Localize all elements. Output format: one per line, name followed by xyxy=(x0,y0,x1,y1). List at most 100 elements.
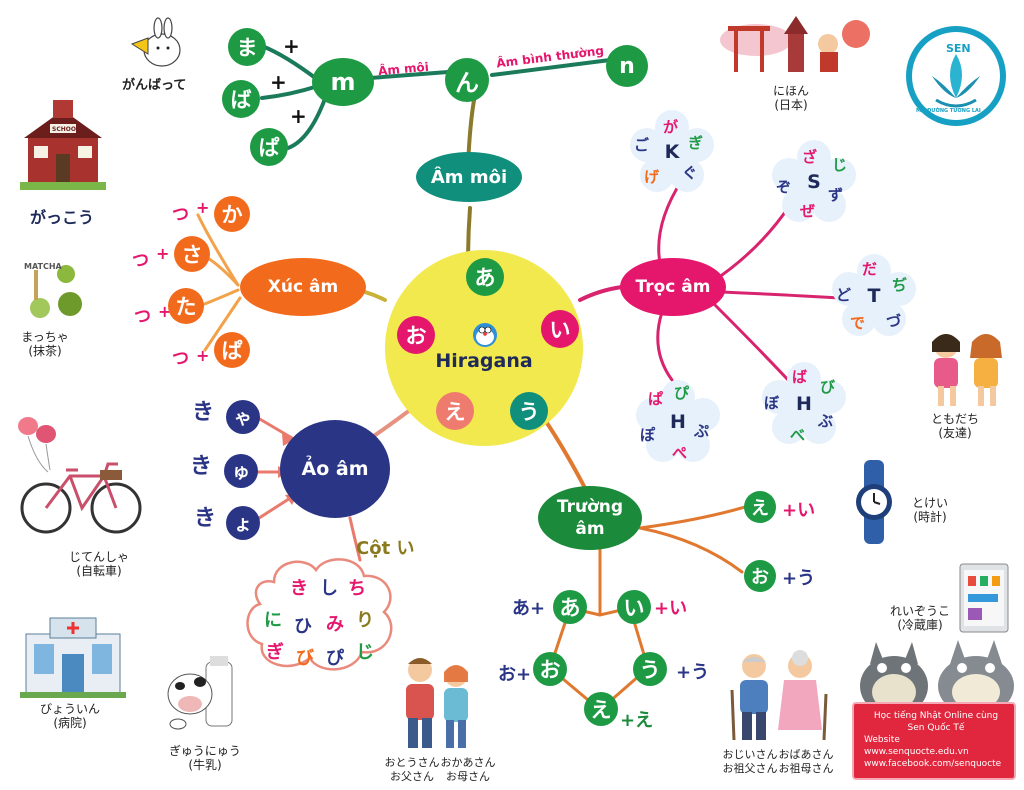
truong-suffix-u: +う xyxy=(782,568,816,589)
matcha-icon xyxy=(30,265,82,318)
caption-reizouko-kanji: (冷蔵庫) xyxy=(897,618,943,632)
caption-okaasan: おかあさん お母さん xyxy=(440,756,496,784)
hospital-icon xyxy=(20,617,126,698)
flower-k-center: K xyxy=(657,137,687,167)
flower-kana: び xyxy=(820,378,836,396)
tsu-kana: つ xyxy=(132,251,149,271)
cloud-kana-shi: し xyxy=(320,578,338,599)
caption-otousan: おとうさん お父さん xyxy=(384,756,440,784)
fridge-icon xyxy=(959,563,1009,633)
star-suffix-u: +う xyxy=(676,662,710,683)
vowel-o: お xyxy=(397,316,435,354)
caption-ojiisan: おじいさん お祖父さん xyxy=(722,748,778,776)
doraemon-icon xyxy=(470,322,500,348)
cloud-kana-ri: り xyxy=(356,610,374,631)
center-title: Hiragana xyxy=(435,350,533,372)
friends-icon xyxy=(932,334,1002,406)
cloud-kana-chi: ち xyxy=(348,578,366,599)
school-sign-text: SCHOOL xyxy=(52,126,80,133)
caption-tokei-kana: とけい xyxy=(911,496,948,510)
flower-kana: づ xyxy=(886,312,902,330)
m-node: m xyxy=(312,58,374,106)
truong-am-label-2: âm xyxy=(575,519,605,539)
truong-suffix-i: +い xyxy=(782,500,816,521)
flower-h-center: H xyxy=(789,389,819,419)
flower-kana: じ xyxy=(832,156,848,174)
star-kana-e: え xyxy=(584,692,618,726)
n-kana-circle: ん xyxy=(445,58,489,102)
plus-sign: + xyxy=(196,198,210,217)
caption-otousan-kanji: お父さん xyxy=(390,770,434,783)
flower-kana: ぞ xyxy=(776,178,792,196)
flower-kana: ぐ xyxy=(682,164,698,182)
milk-cow-icon xyxy=(167,656,233,730)
caption-gakkou: がっこう xyxy=(30,208,95,227)
japan-scene-icon xyxy=(720,16,870,72)
promo-line-2: Sen Quốc Tế xyxy=(907,723,965,733)
flower-kana: ぢ xyxy=(892,276,908,294)
promo-facebook-link[interactable]: www.facebook.com/senquocte xyxy=(864,759,1002,769)
ganbatte-bunny-icon xyxy=(130,17,181,67)
caption-byouin-kana: びょういん xyxy=(39,702,100,716)
sen-logo-icon xyxy=(906,26,1006,126)
caption-jitensha: じてんしゃ (自転車) xyxy=(64,550,134,578)
truong-kana-o: お xyxy=(744,560,776,592)
caption-tokei-kanji: (時計) xyxy=(913,510,947,524)
ki-kana: き xyxy=(190,454,213,479)
tsu-kana: つ xyxy=(134,307,151,327)
sen-logo-tagline: MỞ ĐƯỜNG TƯƠNG LAI xyxy=(916,108,981,114)
star-prefix-a: あ+ xyxy=(512,598,546,619)
tsu-kana: つ xyxy=(172,349,189,369)
caption-obaasan-kana: おばあさん xyxy=(778,748,834,761)
flower-h-b: H ば び ぶ べ ぼ xyxy=(762,362,846,446)
xuc-kana-ta: た xyxy=(168,288,204,324)
plus-sign: + xyxy=(196,346,210,365)
caption-ojiisan-kana: おじいさん xyxy=(722,748,778,761)
star-kana-u: う xyxy=(633,652,667,686)
cloud-kana-gi: ぎ xyxy=(266,642,284,663)
flower-kana: が xyxy=(663,118,679,136)
kana-ma: ま xyxy=(228,28,266,66)
cloud-kana-pi: ぴ xyxy=(326,648,344,669)
caption-tomodachi: ともだち (友達) xyxy=(920,412,990,440)
flower-kana: で xyxy=(850,314,866,332)
star-kana-o: お xyxy=(533,652,567,686)
star-prefix-o: お+ xyxy=(498,664,532,685)
flower-kana: ぽ xyxy=(640,426,656,444)
star-suffix-i: +い xyxy=(654,598,688,619)
flower-kana: げ xyxy=(644,168,660,186)
flower-h-p: H ぱ ぴ ぷ ぺ ぽ xyxy=(636,380,720,464)
n-node: n xyxy=(606,45,648,87)
flower-kana: ご xyxy=(634,136,650,154)
flower-k: K が ぎ ぐ げ ご xyxy=(630,110,714,194)
flower-kana: べ xyxy=(790,426,806,444)
cloud-kana-mi: み xyxy=(326,614,344,635)
caption-nihon-kana: にほん xyxy=(772,84,809,98)
caption-gyuunyuu: ぎゅうにゅう (牛乳) xyxy=(162,744,248,772)
tsu-kana: つ xyxy=(172,205,189,225)
promo-website-link[interactable]: www.senquocte.edu.vn xyxy=(864,747,969,757)
caption-gyuunyuu-kanji: (牛乳) xyxy=(188,758,222,772)
star-kana-a: あ xyxy=(553,590,587,624)
totoro-icon xyxy=(860,640,1014,710)
caption-tokei: とけい (時計) xyxy=(900,496,960,524)
xuc-am-node: Xúc âm xyxy=(240,258,366,316)
flower-kana: ぶ xyxy=(818,412,834,430)
caption-reizouko: れいぞうこ (冷蔵庫) xyxy=(882,604,958,632)
cloud-shape xyxy=(246,558,393,671)
flower-s: S ざ じ ず ぜ ぞ xyxy=(772,140,856,224)
plus-sign: + xyxy=(156,244,170,263)
flower-kana: ば xyxy=(792,368,808,386)
caption-byouin: びょういん (病院) xyxy=(30,702,110,730)
caption-jitensha-kanji: (自転車) xyxy=(76,564,122,578)
promo-line-3: Website xyxy=(864,735,900,745)
flower-kana: ざ xyxy=(802,148,818,166)
xuc-kana-ka: か xyxy=(214,196,250,232)
bicycle-icon xyxy=(18,417,142,534)
cot-i-label: Cột い xyxy=(356,538,415,559)
caption-jitensha-kana: じてんしゃ xyxy=(68,550,129,564)
flower-kana: ぱ xyxy=(648,390,664,408)
flower-kana: ぎ xyxy=(688,134,704,152)
caption-gyuunyuu-kana: ぎゅうにゅう xyxy=(169,744,241,758)
